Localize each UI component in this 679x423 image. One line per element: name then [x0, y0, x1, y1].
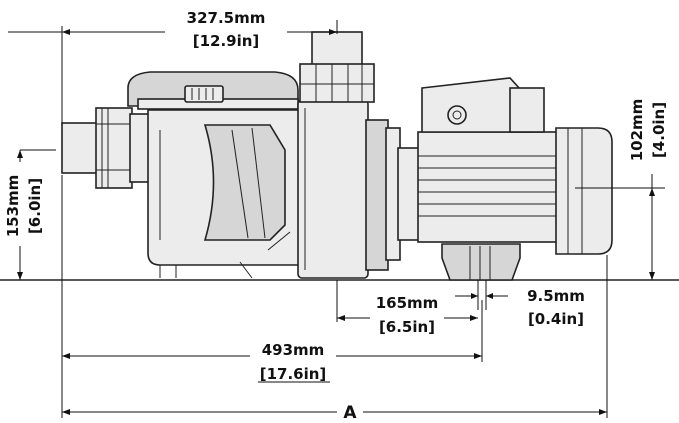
base-length-in-label: [17.6in]: [260, 365, 327, 383]
overall-length-label: A: [343, 403, 357, 423]
volute: [297, 99, 369, 279]
strainer-housing: [127, 71, 301, 279]
inlet-height-mm-label: 153mm: [4, 175, 22, 238]
foot-width-in-label: [0.4in]: [528, 310, 584, 328]
foot-spacing-in-label: [6.5in]: [379, 318, 435, 336]
inlet-height-in-label: [6.0in]: [26, 178, 44, 234]
foot-spacing-mm-label: 165mm: [376, 294, 439, 312]
pump-illustration: [0, 31, 679, 281]
motor: [417, 77, 613, 281]
base-length-mm-label: 493mm: [262, 341, 325, 359]
outlet-union: [299, 31, 375, 103]
motor-height-in-label: [4.0in]: [650, 102, 668, 158]
top-width-in-label: [12.9in]: [193, 32, 260, 50]
top-width-mm-label: 327.5mm: [187, 9, 266, 27]
inlet-union: [61, 107, 151, 189]
flange: [365, 119, 421, 271]
foot-width-mm-label: 9.5mm: [527, 287, 585, 305]
motor-height-mm-label: 102mm: [628, 99, 646, 162]
